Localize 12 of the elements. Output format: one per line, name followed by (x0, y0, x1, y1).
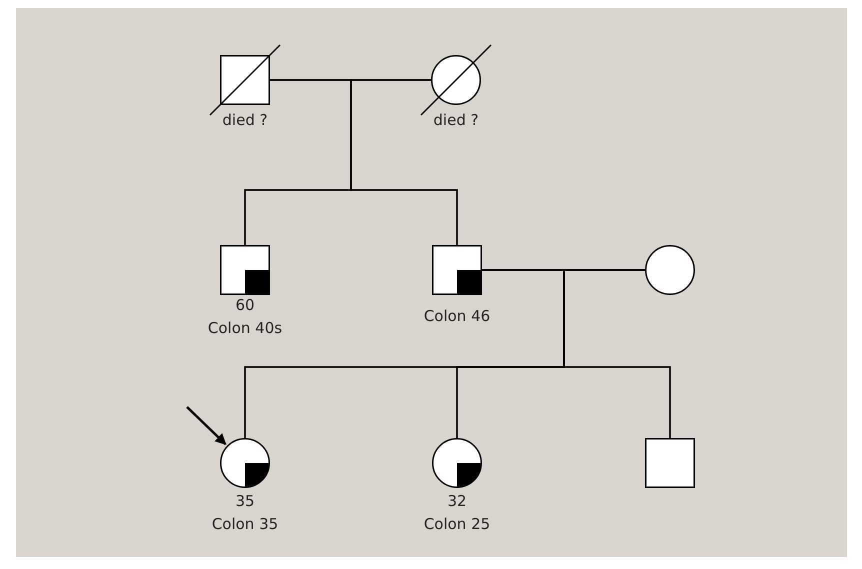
pedigree-annotation: died ? (432, 110, 480, 131)
pedigree-annotation: Colon 35 (210, 514, 280, 535)
pedigree-annotation: died ? (221, 110, 269, 131)
pedigree-annotation: 60 (234, 295, 256, 316)
pedigree-line (350, 79, 458, 245)
pedigree-line (563, 269, 671, 438)
proband-arrow (186, 406, 226, 446)
pedigree-annotation: Colon 46 (422, 306, 492, 327)
pedigree-annotation: Colon 25 (422, 514, 492, 535)
pedigree-annotation: 35 (234, 491, 256, 512)
pedigree-annotation: Colon 40s (206, 318, 284, 339)
pedigree-annotation: 32 (446, 491, 468, 512)
